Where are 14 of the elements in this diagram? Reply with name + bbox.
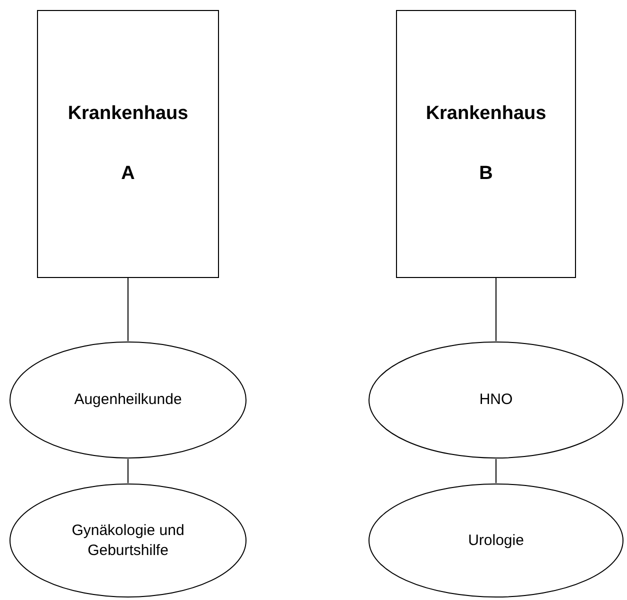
hospital-name: Krankenhaus xyxy=(68,102,188,126)
department-ellipse xyxy=(9,483,247,598)
hospital-name: Krankenhaus xyxy=(426,102,546,126)
hospital-box xyxy=(37,10,219,278)
department-label: Augenheilkunde xyxy=(74,390,182,410)
department-ellipse xyxy=(368,341,624,459)
department-ellipse xyxy=(368,483,624,598)
hospital-letter: B xyxy=(479,162,493,186)
department-label: HNO xyxy=(479,390,513,410)
department-ellipse xyxy=(9,341,247,459)
hospital-box xyxy=(396,10,576,278)
department-label: Gynäkologie und Geburtshilfe xyxy=(70,520,186,560)
department-label: Urologie xyxy=(468,530,524,550)
hospital-letter: A xyxy=(121,162,135,186)
